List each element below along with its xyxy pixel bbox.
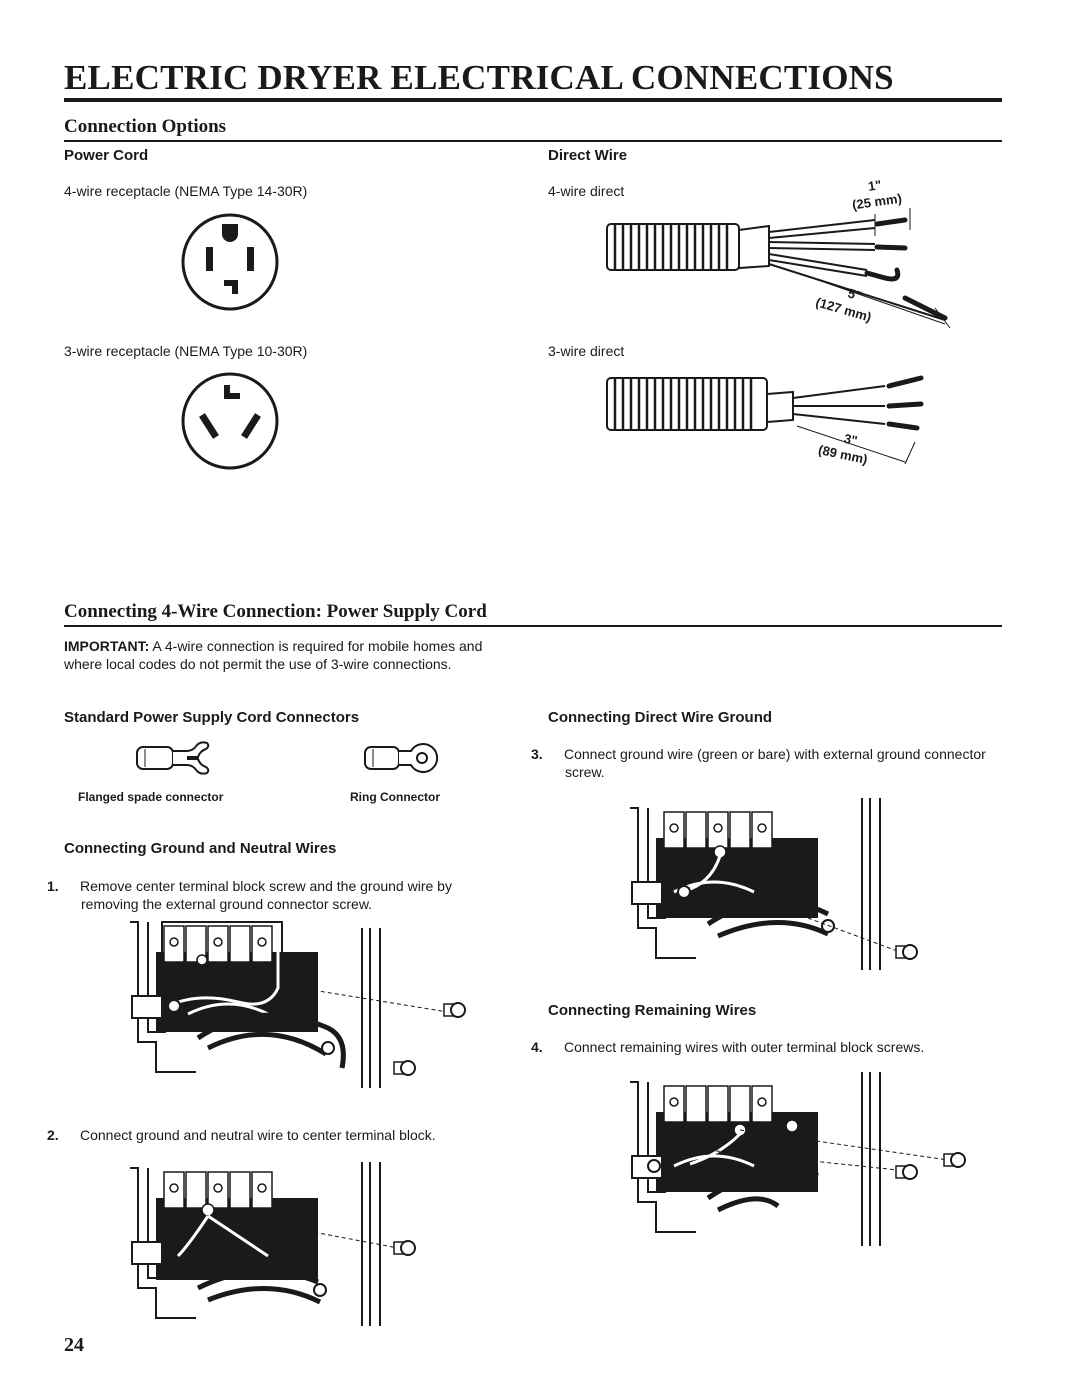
step-4-text: Connect remaining wires with outer termi… <box>564 1039 925 1055</box>
step-3: 3. Connect ground wire (green or bare) wi… <box>531 745 1005 781</box>
flanged-spade-connector-icon <box>136 741 210 775</box>
three-wire-direct-cable-diagram <box>606 375 924 465</box>
flanged-spade-caption: Flanged spade connector <box>78 790 224 804</box>
important-note: IMPORTANT: A 4-wire connection is requir… <box>64 637 504 673</box>
terminal-block-diagram-step-1 <box>130 921 466 1088</box>
step-4: 4. Connect remaining wires with outer ter… <box>531 1038 1025 1056</box>
important-label: IMPORTANT: <box>64 638 150 654</box>
section-heading-four-wire: Connecting 4-Wire Connection: Power Supp… <box>64 601 487 622</box>
section-rule <box>64 140 1002 142</box>
step-1-text: Remove center terminal block screw and t… <box>80 878 452 912</box>
ring-connector-icon <box>364 743 439 773</box>
receptacle-14-30r-icon <box>181 213 279 311</box>
dimension-1-inch: 1" <box>867 177 883 194</box>
step-1-number: 1. <box>47 878 59 894</box>
step-2-number: 2. <box>47 1127 59 1143</box>
receptacle-10-30r-icon <box>181 372 279 470</box>
step-3-number: 3. <box>531 746 543 762</box>
step-4-number: 4. <box>531 1039 543 1055</box>
three-wire-receptacle-label: 3-wire receptacle (NEMA Type 10-30R) <box>64 343 308 359</box>
four-wire-direct-cable-diagram <box>606 208 951 329</box>
step-3-text: Connect ground wire (green or bare) with… <box>564 746 986 780</box>
direct-wire-heading: Direct Wire <box>548 147 628 164</box>
section-heading-connection-options: Connection Options <box>64 116 227 137</box>
step-2: 2. Connect ground and neutral wire to cen… <box>47 1126 541 1144</box>
step-2-text: Connect ground and neutral wire to cente… <box>80 1127 436 1143</box>
three-wire-direct-label: 3-wire direct <box>548 343 625 359</box>
four-wire-direct-label: 4-wire direct <box>548 183 625 199</box>
direct-ground-heading: Connecting Direct Wire Ground <box>548 709 773 726</box>
page-number: 24 <box>64 1334 84 1356</box>
terminal-block-diagram-step-3 <box>630 798 918 970</box>
power-cord-heading: Power Cord <box>64 147 149 164</box>
four-wire-receptacle-label: 4-wire receptacle (NEMA Type 14-30R) <box>64 183 308 199</box>
terminal-block-diagram-step-2 <box>130 1162 416 1326</box>
step-1: 1. Remove center terminal block screw and… <box>47 877 511 913</box>
terminal-block-diagram-step-4 <box>630 1072 966 1246</box>
page-title: ELECTRIC DRYER ELECTRICAL CONNECTIONS <box>64 58 894 97</box>
connectors-heading: Standard Power Supply Cord Connectors <box>64 709 360 726</box>
section-rule <box>64 625 1002 627</box>
ring-connector-caption: Ring Connector <box>350 790 440 804</box>
title-rule <box>64 98 1002 102</box>
ground-neutral-heading: Connecting Ground and Neutral Wires <box>64 840 337 857</box>
important-text: A 4-wire connection is required for mobi… <box>64 638 483 672</box>
remaining-heading: Connecting Remaining Wires <box>548 1002 757 1019</box>
